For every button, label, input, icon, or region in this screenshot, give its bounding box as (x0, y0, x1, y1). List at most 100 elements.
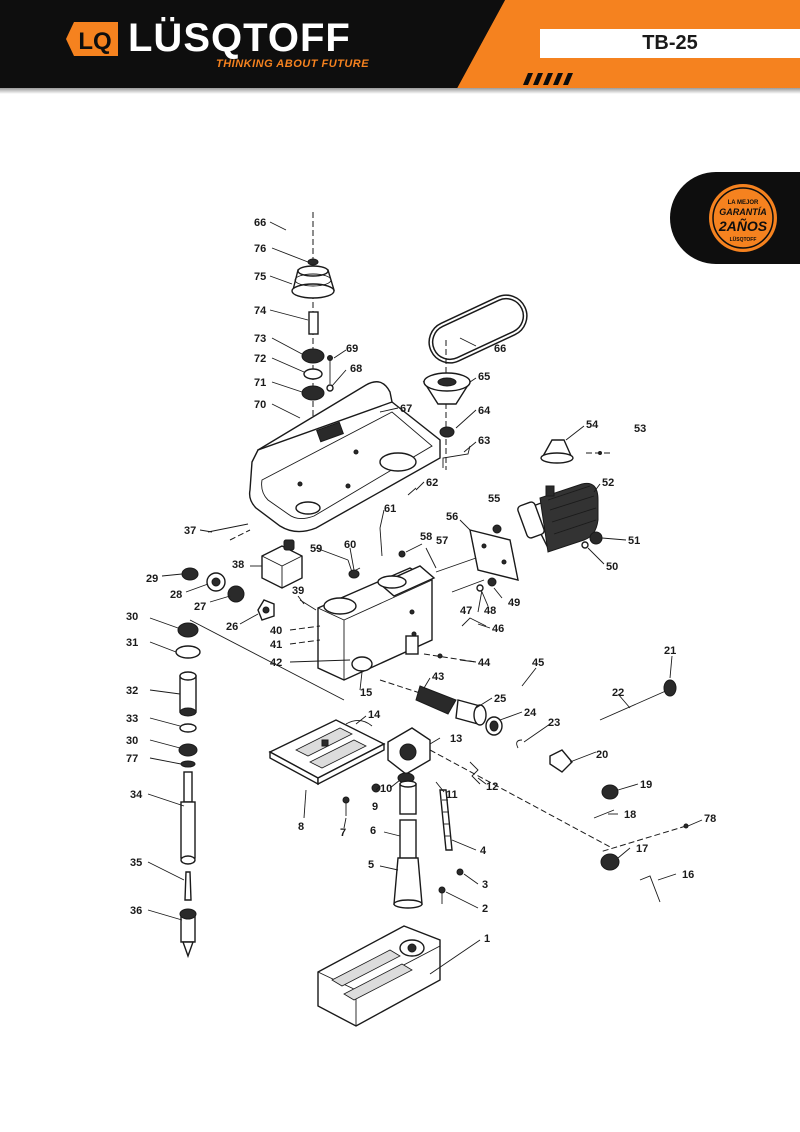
part-label: 59 (310, 543, 322, 555)
header-stripes (523, 73, 573, 85)
part-label: 33 (126, 713, 138, 725)
part-label: 76 (254, 243, 266, 255)
part-label: 58 (420, 531, 432, 543)
part-label: 57 (436, 535, 448, 547)
drill-head (317, 565, 436, 681)
motor-pulley (422, 372, 472, 405)
part-label: 49 (508, 597, 520, 609)
part-label: 66 (254, 217, 266, 229)
brand-tagline: THINKING ABOUT FUTURE (216, 58, 370, 70)
part-label: 31 (126, 637, 138, 649)
part-labels: 66 76 75 74 73 72 71 70 69 68 67 66 65 6… (126, 217, 716, 945)
part-label: 78 (704, 813, 716, 825)
feed-hub-13 (387, 727, 431, 775)
spindle-pulley (291, 258, 335, 299)
part-label: 4 (480, 845, 487, 857)
part-label: 67 (400, 403, 412, 415)
part-label: 63 (478, 435, 490, 447)
part-label: 19 (640, 779, 652, 791)
part-label: 61 (384, 503, 396, 515)
part-label: 2 (482, 903, 488, 915)
badge-bottom-text: LÜSQTOFF (730, 236, 757, 243)
part-label: 50 (606, 561, 618, 573)
column-tube (399, 780, 417, 861)
part-label: 16 (682, 869, 694, 881)
part-label: 14 (368, 709, 381, 721)
spline-shaft (308, 311, 319, 335)
feed-handle-end (549, 749, 573, 773)
part-label: 11 (446, 789, 458, 801)
part-label: 12 (486, 781, 498, 793)
part-label: 27 (194, 601, 206, 613)
feed-hub (206, 572, 226, 592)
part-label: 1 (484, 933, 490, 945)
part-label: 54 (586, 419, 599, 431)
part-label: 22 (612, 687, 624, 699)
badge-top-text: LA MEJOR (728, 200, 759, 206)
model-number: TB-25 (642, 32, 698, 54)
work-table (268, 719, 386, 786)
part-label: 40 (270, 625, 282, 637)
part-label: 62 (426, 477, 438, 489)
motor-belt (428, 294, 528, 364)
model-label-box (540, 29, 800, 58)
column-base (393, 857, 423, 909)
part-label: 48 (484, 605, 496, 617)
part-label: 30 (126, 611, 138, 623)
machine-base (317, 925, 441, 1027)
part-label: 77 (126, 753, 138, 765)
badge-years-text: 2AÑOS (718, 217, 768, 234)
bearing-housing (455, 699, 487, 726)
part-label: 28 (170, 589, 182, 601)
part-label: 45 (532, 657, 544, 669)
spindle-column (175, 622, 201, 959)
part-label: 65 (478, 371, 490, 383)
part-label: 52 (602, 477, 614, 489)
part-label: 36 (130, 905, 142, 917)
part-label: 73 (254, 333, 266, 345)
on-off-switch (261, 539, 303, 589)
part-label: 38 (232, 559, 244, 571)
part-label: 68 (350, 363, 362, 375)
part-label: 60 (344, 539, 356, 551)
part-label: 70 (254, 399, 266, 411)
part-label: 71 (254, 377, 266, 389)
warranty-badge: LA MEJOR GARANTÍA 2AÑOS LÜSQTOFF (670, 172, 800, 264)
spindle-nuts (301, 348, 325, 401)
motor-bracket (469, 529, 519, 581)
part-label: 43 (432, 671, 444, 683)
part-label: 32 (126, 685, 138, 697)
part-label: 37 (184, 525, 196, 537)
part-label: 72 (254, 353, 266, 365)
part-label: 25 (494, 693, 506, 705)
part-label: 35 (130, 857, 142, 869)
part-label: 3 (482, 879, 488, 891)
part-label: 9 (372, 801, 378, 813)
part-label: 13 (450, 733, 462, 745)
part-label: 47 (460, 605, 472, 617)
part-label: 20 (596, 749, 608, 761)
part-label: 17 (636, 843, 648, 855)
part-label: 23 (548, 717, 560, 729)
part-label: 64 (478, 405, 491, 417)
logo-mark-text: LQ (78, 28, 111, 55)
page-header: LQ LÜSQTOFF THINKING ABOUT FUTURE TB-25 (0, 0, 800, 92)
brand-name: LÜSQTOFF (128, 16, 351, 60)
part-label: 39 (292, 585, 304, 597)
part-label: 18 (624, 809, 636, 821)
part-label: 46 (492, 623, 504, 635)
part-label: 74 (254, 305, 267, 317)
part-label: 8 (298, 821, 304, 833)
part-label: 34 (130, 789, 143, 801)
header-shadow (0, 88, 800, 94)
part-label: 29 (146, 573, 158, 585)
part-label: 24 (524, 707, 537, 719)
part-label: 44 (478, 657, 491, 669)
brand-logo-icon: LQ (66, 22, 118, 56)
part-label: 41 (270, 639, 282, 651)
part-label: 69 (346, 343, 358, 355)
part-label: 5 (368, 859, 374, 871)
part-label: 21 (664, 645, 676, 657)
part-label: 10 (380, 783, 392, 795)
part-label: 75 (254, 271, 266, 283)
